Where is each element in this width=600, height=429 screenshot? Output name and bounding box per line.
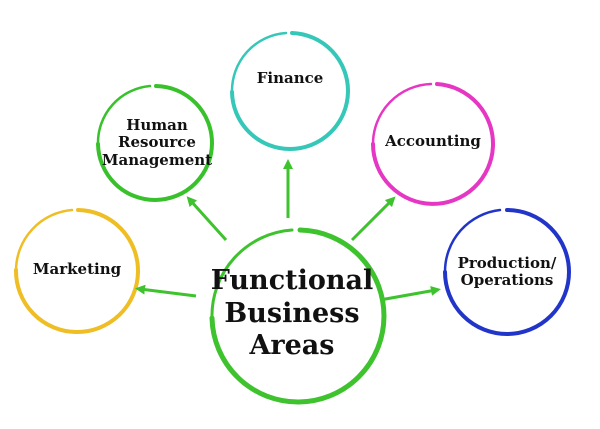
- arrow-to-accounting: [350, 196, 396, 242]
- arrow-to-marketing: [135, 284, 197, 298]
- finance-label: Finance: [256, 69, 324, 88]
- center-circle: [209, 227, 387, 405]
- human-resource-management-circle: [96, 84, 214, 202]
- marketing-label: Marketing: [32, 260, 122, 279]
- finance-circle: [230, 31, 350, 151]
- accounting-label: Accounting: [385, 132, 481, 151]
- marketing-circle: [13, 208, 140, 334]
- center-label: Functional Business Areas: [210, 265, 374, 362]
- arrow-to-human-resource-management: [186, 196, 228, 242]
- arrow-to-production-operations: [379, 285, 441, 302]
- production-operations-label: Production/ Operations: [457, 253, 557, 289]
- human-resource-management-label: Human Resource Management: [101, 116, 213, 169]
- accounting-circle: [371, 82, 495, 206]
- production-operations-circle: [443, 208, 571, 336]
